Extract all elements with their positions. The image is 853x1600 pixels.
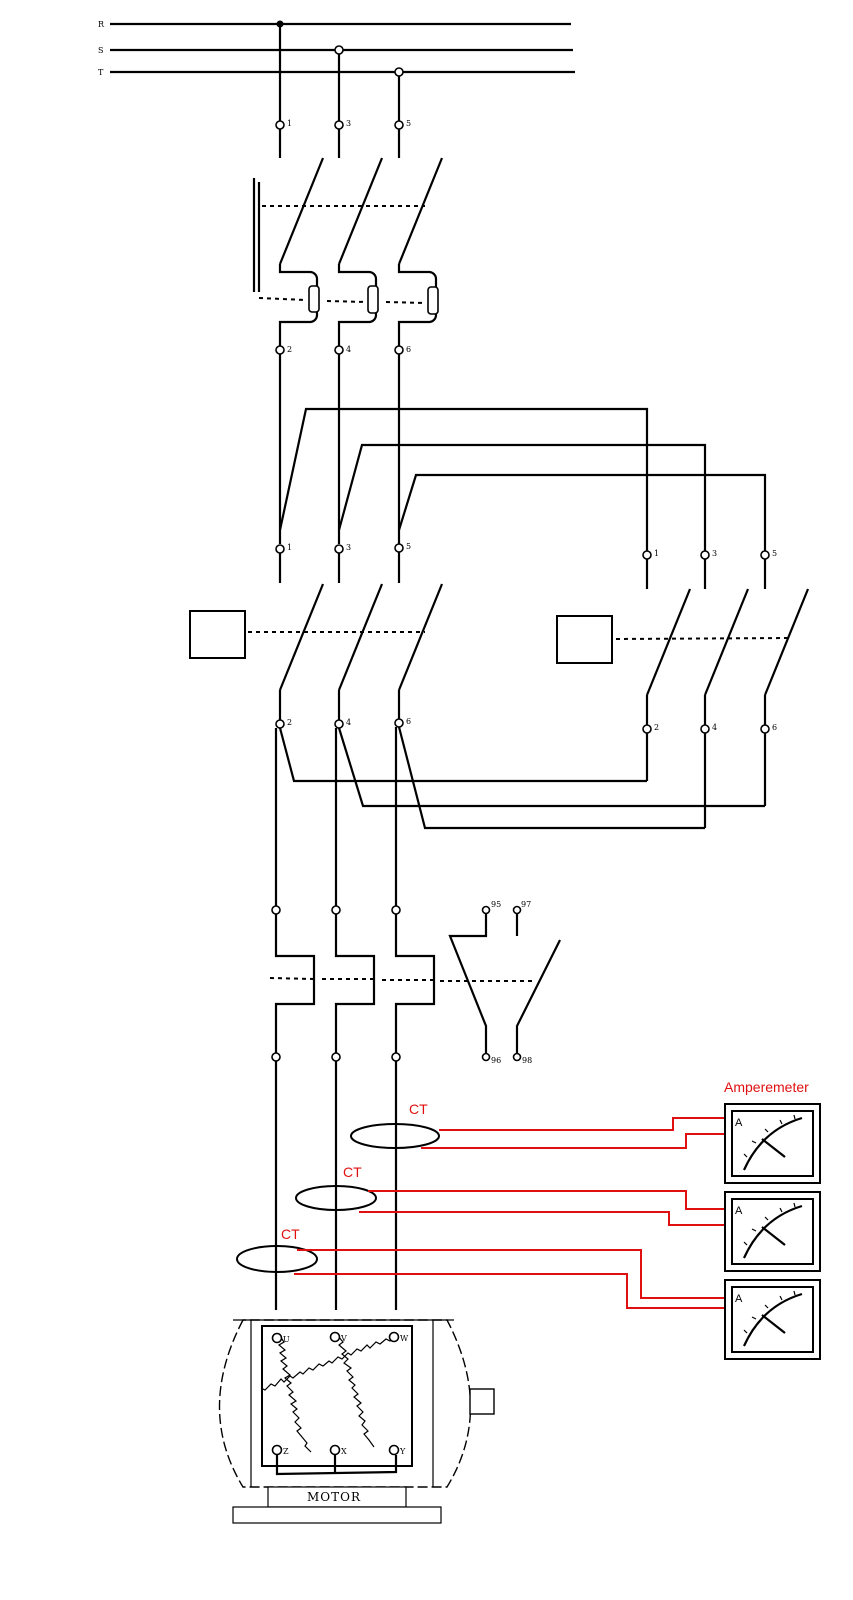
k2-label-3: 3 (712, 549, 717, 558)
breaker-terminal-4 (334, 345, 344, 355)
breaker-terminal-6 (394, 345, 404, 355)
ol-terminal-bottom-2 (331, 1052, 341, 1062)
k2-label-1: 1 (654, 549, 659, 558)
motor-terminal-v (329, 1331, 341, 1343)
motor-terminal-y (388, 1444, 400, 1456)
k2-terminal-3 (700, 550, 710, 560)
k1-label-5: 5 (406, 542, 411, 551)
motor-terminal-u (271, 1332, 283, 1344)
motor-terminal-box (261, 1325, 413, 1467)
ol-terminal-top-1 (271, 905, 281, 915)
k2-terminal-6 (760, 724, 770, 734)
ct-phase-3 (350, 1123, 440, 1149)
breaker-terminal-5 (394, 120, 404, 130)
breaker-label-1: 1 (287, 119, 292, 128)
breaker-label-6: 6 (406, 345, 411, 354)
feed-wiring (278, 354, 767, 551)
k1-terminal-6 (394, 718, 404, 728)
ammeter-3: A (724, 1279, 821, 1360)
k2-label-4: 4 (712, 723, 717, 732)
breaker-label-3: 3 (346, 119, 351, 128)
ct-phase-1 (236, 1245, 318, 1273)
aux-label-97: 97 (521, 900, 531, 909)
ol-terminal-top-3 (391, 905, 401, 915)
motor-label: MOTOR (307, 1490, 361, 1504)
k1-label-1: 1 (287, 543, 292, 552)
aux-label-95: 95 (491, 900, 501, 909)
motor-label-w: W (400, 1334, 409, 1343)
ammeters: Amperemeter A A (724, 1079, 821, 1360)
ct-label-1: CT (281, 1226, 300, 1242)
breaker-label-5: 5 (406, 119, 411, 128)
motor: MOTOR U V W Z X Y (218, 1319, 495, 1524)
motor-label-x: X (341, 1447, 347, 1456)
k1-label-3: 3 (346, 543, 351, 552)
current-transformers: CT CT CT (236, 1101, 440, 1273)
breaker-label-2: 2 (287, 345, 292, 354)
ol-terminal-bottom-3 (391, 1052, 401, 1062)
k1-terminal-4 (334, 719, 344, 729)
phase-r-label: R (98, 20, 105, 29)
ammeter-2: A (724, 1191, 821, 1272)
k2-label-5: 5 (772, 549, 777, 558)
k1-label-6: 6 (406, 717, 411, 726)
k1-terminal-1 (275, 544, 285, 554)
ct-label-3: CT (409, 1101, 428, 1117)
phase-t-label: T (98, 68, 104, 77)
k1-terminal-2 (275, 719, 285, 729)
overload-relay: 95 97 96 98 (269, 727, 561, 1065)
motor-terminal-z (271, 1444, 283, 1456)
motor-label-y: Y (399, 1447, 406, 1456)
ammeter-3-unit: A (735, 1293, 743, 1305)
motor-shaft (469, 1388, 495, 1415)
k1-terminal-5 (394, 543, 404, 553)
k2-terminal-5 (760, 550, 770, 560)
motor-label-u: U (283, 1335, 290, 1344)
motor-label-v: V (340, 1334, 347, 1343)
k1-coil (189, 610, 246, 659)
aux-label-98: 98 (522, 1056, 532, 1065)
ol-terminal-top-2 (331, 905, 341, 915)
ammeter-title: Amperemeter (724, 1079, 809, 1095)
ammeter-2-unit: A (735, 1205, 743, 1217)
aux-terminal-96 (481, 1052, 491, 1062)
junction-t (394, 67, 404, 77)
k2-label-2: 2 (654, 723, 659, 732)
ammeter-1: A (724, 1103, 821, 1184)
motor-terminal-w (388, 1331, 400, 1343)
k2-terminal-1 (642, 550, 652, 560)
contactor-1: 1 3 5 2 4 6 (189, 542, 444, 729)
ammeter-1-unit: A (735, 1117, 743, 1129)
breaker-terminal-2 (275, 345, 285, 355)
motor-foot (232, 1506, 442, 1524)
aux-terminal-98 (512, 1052, 522, 1062)
k2-label-6: 6 (772, 723, 777, 732)
junction-s (334, 45, 344, 55)
ol-terminal-bottom-1 (271, 1052, 281, 1062)
circuit-breaker: 1 3 5 2 4 6 (252, 24, 444, 355)
breaker-terminal-1 (275, 120, 285, 130)
phase-s-label: S (98, 46, 103, 55)
contactor-2: 1 3 5 2 4 6 (278, 549, 810, 830)
breaker-label-4: 4 (346, 345, 351, 354)
motor-terminal-x (329, 1444, 341, 1456)
k2-terminal-2 (642, 724, 652, 734)
supply-bus: R S T (98, 20, 575, 77)
k1-terminal-3 (334, 544, 344, 554)
ct-label-2: CT (343, 1164, 362, 1180)
measurement-wiring (294, 1117, 725, 1309)
breaker-terminal-3 (334, 120, 344, 130)
aux-terminal-95 (481, 905, 491, 915)
aux-label-96: 96 (491, 1056, 501, 1065)
k1-label-4: 4 (346, 718, 351, 727)
motor-label-z: Z (283, 1447, 289, 1456)
ct-phase-2 (295, 1185, 377, 1211)
k2-coil (556, 615, 613, 664)
aux-terminal-97 (512, 905, 522, 915)
k2-terminal-4 (700, 724, 710, 734)
k1-label-2: 2 (287, 718, 292, 727)
